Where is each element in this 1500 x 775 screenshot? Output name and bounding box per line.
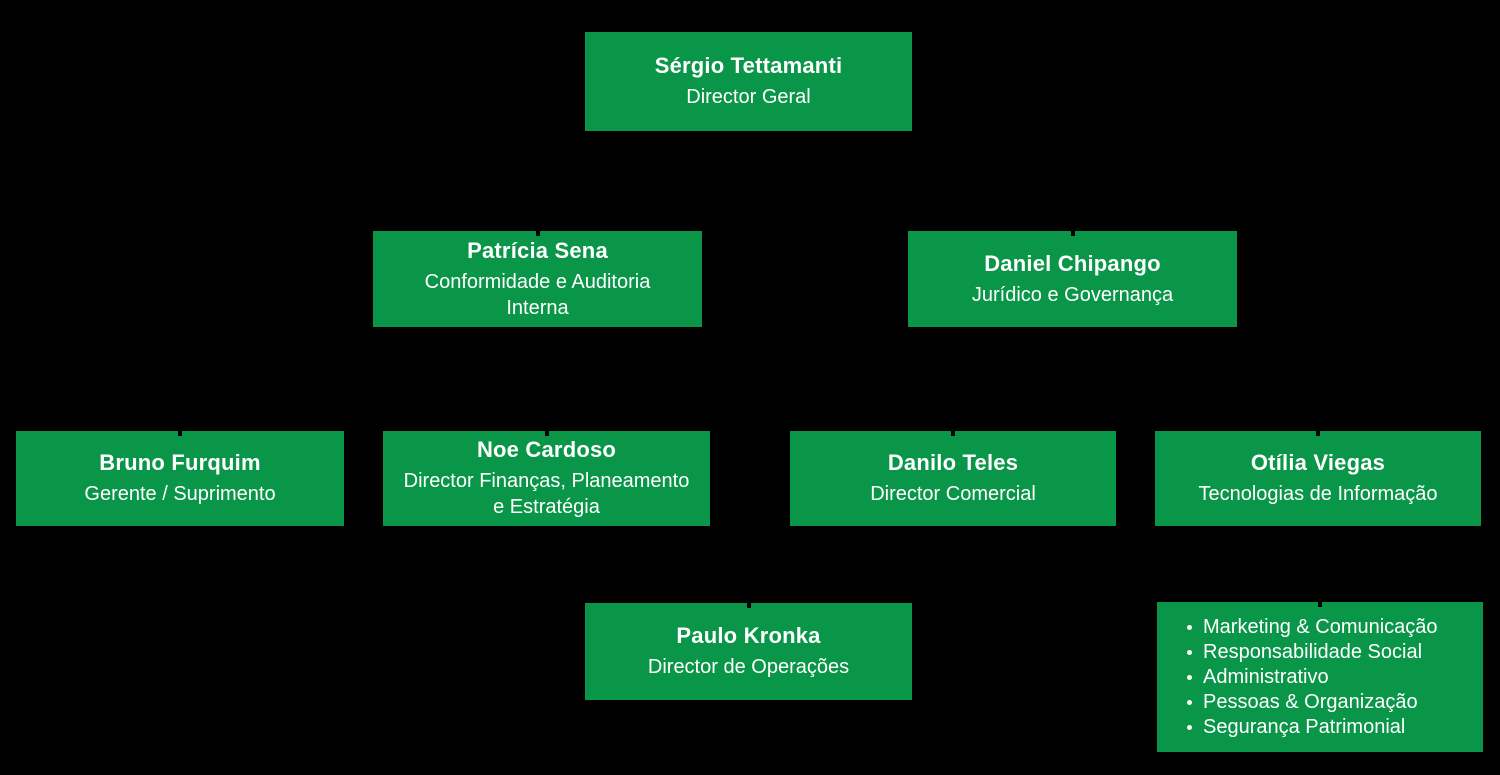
list-item: Administrativo [1187,665,1438,690]
person-title: Tecnologias de Informação [1198,483,1438,505]
person-name: Noe Cardoso [476,437,617,462]
org-node-gerente-suprimento: Bruno Furquim Gerente / Suprimento [16,431,344,526]
connector-notch [544,431,549,436]
connector-notch [1316,431,1320,436]
department-list: Marketing & Comunicação Responsabilidade… [1187,615,1438,740]
org-node-director-operacoes: Paulo Kronka Director de Operações [585,603,912,700]
person-title: Gerente / Suprimento [84,483,276,505]
org-node-director-geral: Sérgio Tettamanti Director Geral [585,32,912,131]
person-name: Bruno Furquim [99,450,261,475]
person-title: Director Geral [686,86,811,108]
person-title: Director Comercial [870,483,1036,505]
org-node-financas-planeamento: Noe Cardoso Director Finanças, Planeamen… [383,431,710,526]
bullet-icon [1187,649,1192,655]
bullet-icon [1187,699,1192,705]
connector-notch [535,231,540,236]
bullet-icon [1187,724,1192,730]
bullet-icon [1187,674,1192,680]
connector-notch [951,431,955,436]
person-name: Paulo Kronka [676,623,821,648]
person-title: Director Finanças, Planeamento e Estraté… [403,470,690,518]
bullet-icon [1187,624,1192,630]
connector-notch [1070,231,1075,236]
department-label: Marketing & Comunicação [1203,615,1438,638]
person-title: Jurídico e Governança [971,283,1174,306]
person-name: Sérgio Tettamanti [654,53,843,78]
list-item: Marketing & Comunicação [1187,615,1438,640]
department-label: Segurança Patrimonial [1203,715,1406,738]
list-item: Pessoas & Organização [1187,690,1438,715]
org-node-tecnologias-informacao: Otília Viegas Tecnologias de Informação [1155,431,1481,526]
org-node-conformidade-auditoria: Patrícia Sena Conformidade e Auditoria I… [373,231,702,327]
org-node-department-list: Marketing & Comunicação Responsabilidade… [1157,602,1483,752]
department-label: Pessoas & Organização [1203,690,1418,713]
person-title: Conformidade e Auditoria Interna [424,270,651,319]
org-node-juridico-governanca: Daniel Chipango Jurídico e Governança [908,231,1237,327]
list-item: Responsabilidade Social [1187,640,1438,665]
person-name: Danilo Teles [887,450,1019,475]
person-title: Director de Operações [647,656,850,678]
org-node-director-comercial: Danilo Teles Director Comercial [790,431,1116,526]
connector-notch [1318,602,1322,607]
connector-notch [178,431,182,436]
department-label: Administrativo [1203,665,1329,688]
connector-notch [746,603,751,608]
person-name: Otília Viegas [1250,450,1386,475]
person-name: Patrícia Sena [467,237,608,263]
person-name: Daniel Chipango [984,250,1161,276]
department-label: Responsabilidade Social [1203,640,1423,663]
list-item: Segurança Patrimonial [1187,715,1438,740]
